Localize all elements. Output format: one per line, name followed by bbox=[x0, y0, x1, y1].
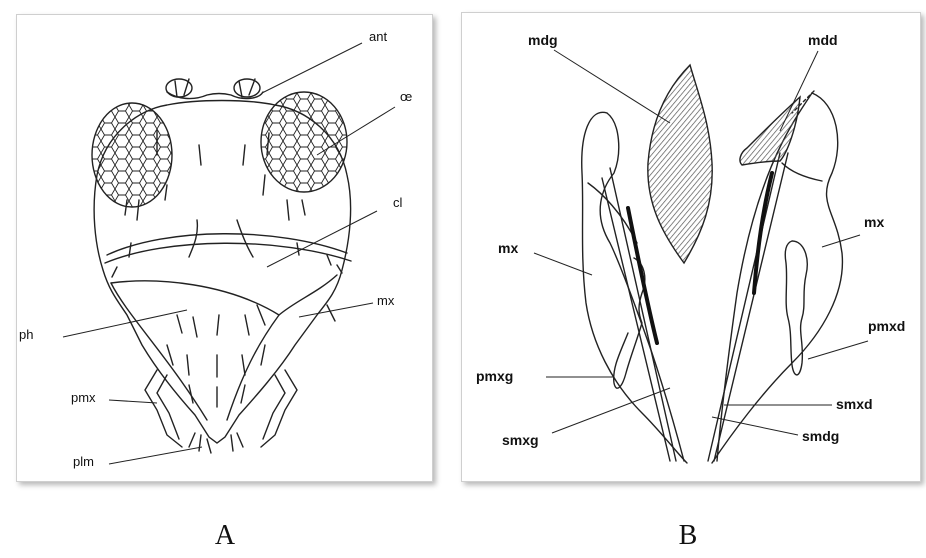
head-diagram: ant œ cl ph mx pmx plm bbox=[17, 15, 432, 481]
label-mdg: mdg bbox=[528, 32, 558, 48]
antenna-right bbox=[234, 79, 260, 97]
palp-left-b bbox=[614, 258, 645, 388]
caption-b: B bbox=[668, 520, 708, 552]
label-mx: mx bbox=[377, 293, 395, 308]
eye-right bbox=[261, 92, 347, 192]
label-mx-left: mx bbox=[498, 240, 518, 256]
label-ph: ph bbox=[19, 327, 33, 342]
label-mx-right: mx bbox=[864, 214, 884, 230]
label-pmx: pmx bbox=[71, 390, 96, 405]
palp-right-b bbox=[785, 241, 807, 375]
label-smxd: smxd bbox=[836, 396, 873, 412]
mouthparts-diagram: mdg mdd mx mx pmxd pmxg smxd smxg smdg bbox=[462, 13, 920, 481]
caption-a: A bbox=[205, 520, 245, 552]
label-pmxg: pmxg bbox=[476, 368, 513, 384]
label-mdd: mdd bbox=[808, 32, 838, 48]
label-pmxd: pmxd bbox=[868, 318, 905, 334]
palp-right bbox=[261, 370, 297, 447]
label-cl: cl bbox=[393, 195, 403, 210]
label-smdg: smdg bbox=[802, 428, 839, 444]
label-plm: plm bbox=[73, 454, 94, 469]
eye-left bbox=[92, 103, 172, 207]
panel-a-head-drawing: ant œ cl ph mx pmx plm bbox=[16, 14, 433, 482]
panel-b-mouthparts-drawing: mdg mdd mx mx pmxd pmxg smxd smxg smdg bbox=[461, 12, 921, 482]
mandible-left bbox=[648, 65, 712, 263]
label-ant: ant bbox=[369, 29, 387, 44]
label-smxg: smxg bbox=[502, 432, 539, 448]
palp-left bbox=[145, 370, 182, 447]
label-oe: œ bbox=[400, 89, 412, 104]
